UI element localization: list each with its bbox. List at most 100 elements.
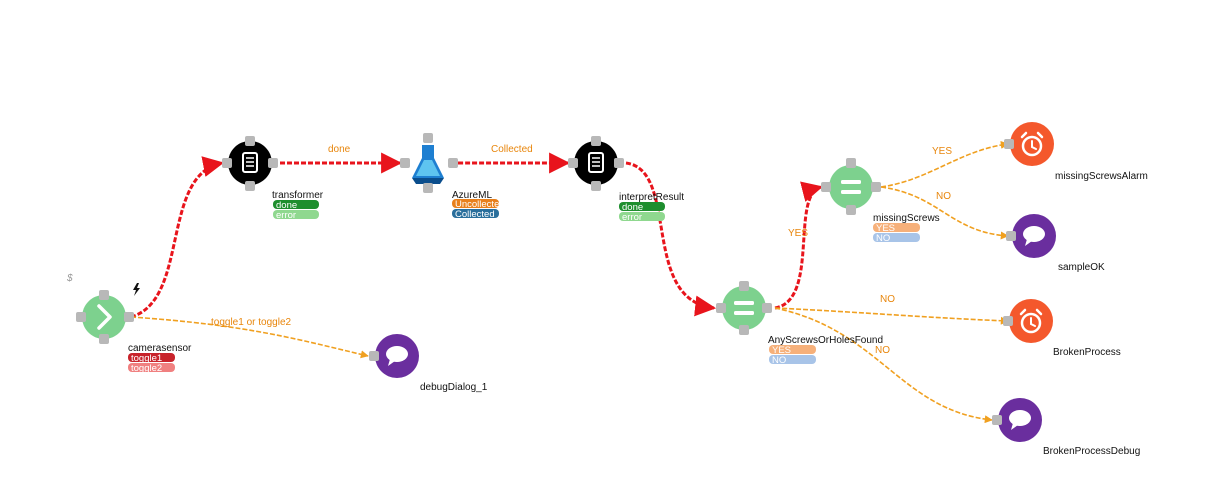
badge-error (619, 212, 665, 221)
port-bottom[interactable] (245, 181, 255, 191)
chevron-right-icon (97, 304, 112, 330)
port-right[interactable] (124, 312, 134, 322)
node-debugdialog[interactable]: debugDialog_1 (369, 334, 488, 393)
node-label: camerasensor (128, 343, 192, 354)
port-right[interactable] (762, 303, 772, 313)
lightning-icon (133, 283, 140, 296)
badge-error-text: error (622, 212, 642, 223)
port-top[interactable] (99, 290, 109, 300)
port-top[interactable] (423, 133, 433, 143)
edge-missingscrews-alarm[interactable] (880, 140, 1009, 188)
badge-yes-text: YES (772, 345, 791, 356)
badge-done (619, 202, 665, 211)
port-bottom[interactable] (99, 334, 109, 344)
edge-anyscrews-brokenprocess[interactable] (774, 307, 1009, 325)
node-interpretresult[interactable]: interpretResult done error (568, 136, 684, 223)
alarm-clock-icon (1020, 131, 1044, 157)
port-left[interactable] (821, 182, 831, 192)
node-sampleok[interactable]: sampleOK (1006, 214, 1105, 273)
badge-no-text: NO (876, 233, 890, 244)
badge-error (273, 210, 319, 219)
node-camerasensor[interactable]: $ camerasensor toggle1 toggle2 (66, 273, 192, 374)
azure-ml-flask-icon (412, 145, 444, 184)
badge-no-text: NO (772, 355, 786, 366)
badge-no (873, 233, 920, 242)
node-anyscrewsorholesfound[interactable]: AnyScrewsOrHolesFound YES NO (716, 281, 883, 366)
edge-label-yes-alarm: YES (932, 146, 952, 157)
speech-bubble-icon (386, 346, 408, 366)
port-left[interactable] (369, 351, 379, 361)
badge-collected (452, 209, 499, 218)
edge-camerasensor-transformer[interactable] (130, 156, 225, 319)
port-left[interactable] (76, 312, 86, 322)
node-missingscrewsalarm[interactable]: missingScrewsAlarm (1004, 122, 1148, 182)
node-missingscrews[interactable]: missingScrews YES NO (821, 158, 940, 244)
port-right[interactable] (448, 158, 458, 168)
port-right[interactable] (268, 158, 278, 168)
node-label: AnyScrewsOrHolesFound (768, 335, 883, 346)
badge-uncollected (452, 199, 499, 208)
badge-error-text: error (276, 210, 296, 221)
node-brokenprocess[interactable]: BrokenProcess (1003, 299, 1121, 358)
port-bottom[interactable] (591, 181, 601, 191)
badge-no (769, 355, 816, 364)
badge-collected-text: Collected (455, 209, 495, 220)
node-label: AzureML (452, 190, 492, 201)
port-right[interactable] (614, 158, 624, 168)
badge-done-text: done (276, 200, 297, 211)
node-label: missingScrews (873, 213, 940, 224)
badge-yes (769, 345, 816, 354)
edge-missingscrews-sampleok[interactable] (880, 186, 1009, 240)
speech-bubble-icon (1023, 226, 1045, 246)
badge-done-text: done (622, 202, 643, 213)
badge-yes-text: YES (876, 223, 895, 234)
port-top[interactable] (739, 281, 749, 291)
edge-label-no-ok: NO (936, 191, 951, 202)
edge-label-yes-anyscrews: YES (788, 228, 808, 239)
script-icon (588, 152, 604, 173)
port-top[interactable] (591, 136, 601, 146)
edge-label-no-broken: NO (880, 294, 895, 305)
port-left[interactable] (222, 158, 232, 168)
node-label: sampleOK (1058, 262, 1105, 273)
port-left[interactable] (400, 158, 410, 168)
badge-toggle2 (128, 363, 175, 372)
port-top[interactable] (245, 136, 255, 146)
port-left[interactable] (716, 303, 726, 313)
node-brokenprocessdebug[interactable]: BrokenProcessDebug (992, 398, 1140, 457)
node-azureml[interactable]: AzureML Uncollected Collected (400, 133, 505, 220)
port-right[interactable] (871, 182, 881, 192)
node-label: interpretResult (619, 192, 684, 203)
badge-toggle2-text: toggle2 (131, 363, 162, 374)
edge-label-no-brokendebug: NO (875, 345, 890, 356)
edge-label-collected: Collected (491, 144, 533, 155)
port-left[interactable] (568, 158, 578, 168)
badge-uncollected-text: Uncollected (455, 199, 505, 210)
port-top[interactable] (846, 158, 856, 168)
edge-label-done: done (328, 144, 351, 155)
node-label: BrokenProcessDebug (1043, 446, 1140, 457)
speech-bubble-icon (1009, 410, 1031, 430)
port-left[interactable] (1003, 316, 1013, 326)
node-label: transformer (272, 190, 324, 201)
port-left[interactable] (1006, 231, 1016, 241)
badge-yes (873, 223, 920, 232)
alarm-clock-icon (1019, 308, 1043, 334)
port-left[interactable] (1004, 139, 1014, 149)
edge-anyscrews-brokenprocessdebug[interactable] (774, 307, 993, 424)
badge-toggle1 (128, 353, 175, 362)
node-label: BrokenProcess (1053, 347, 1121, 358)
equals-icon (841, 180, 861, 194)
port-left[interactable] (992, 415, 1002, 425)
badge-done (273, 200, 319, 209)
equals-icon (734, 301, 754, 315)
port-bottom[interactable] (739, 325, 749, 335)
badge-toggle1-text: toggle1 (131, 353, 162, 364)
edge-labels: toggle1 or toggle2 done Collected YES NO… (211, 144, 952, 356)
edge-interpretresult-anyscrews[interactable] (625, 161, 717, 317)
port-bottom[interactable] (423, 183, 433, 193)
port-bottom[interactable] (846, 205, 856, 215)
node-transformer[interactable]: transformer done error (222, 136, 324, 221)
edge-anyscrews-missingscrews[interactable] (774, 181, 824, 310)
